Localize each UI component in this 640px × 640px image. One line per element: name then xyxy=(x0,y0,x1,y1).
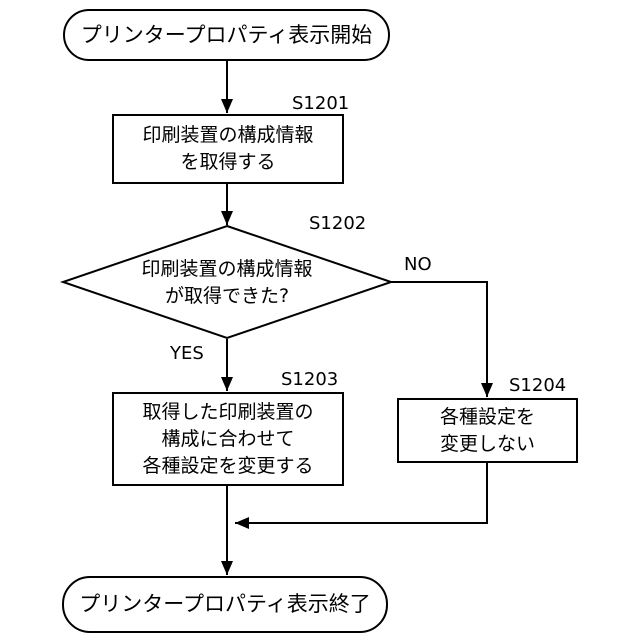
step-id-s1201: S1201 xyxy=(292,93,350,114)
step-id-s1204: S1204 xyxy=(509,375,567,396)
end-terminal-shape xyxy=(62,576,388,633)
connector-no-s1202-to-s1204 xyxy=(391,281,493,397)
decision-s1202-label: 印刷装置の構成情報 が取得できた? xyxy=(87,254,367,311)
start-terminal-shape xyxy=(63,9,390,61)
process-s1203-line1: 取得した印刷装置の xyxy=(142,400,314,423)
process-s1201-shape xyxy=(112,114,344,184)
step-id-s1203: S1203 xyxy=(281,369,339,390)
process-s1204-label: 各種設定を 変更しない xyxy=(398,399,577,462)
connector-s1204-merge xyxy=(235,462,488,529)
process-s1203-line2: 構成に合わせて xyxy=(161,427,295,450)
process-s1201-line2: を取得する xyxy=(180,151,276,173)
process-s1201-label: 印刷装置の構成情報 を取得する xyxy=(113,115,343,183)
process-s1201-line1: 印刷装置の構成情報 xyxy=(142,124,314,146)
step-id-s1202: S1202 xyxy=(309,213,367,234)
process-s1203-label: 取得した印刷装置の 構成に合わせて 各種設定を変更する xyxy=(113,393,343,485)
decision-s1202-line2: が取得できた? xyxy=(164,284,290,307)
yes-branch-label: YES xyxy=(170,343,204,364)
end-terminal-label: プリンタープロパティ表示終了 xyxy=(63,577,387,632)
start-terminal-label: プリンタープロパティ表示開始 xyxy=(64,10,389,60)
process-s1204-line2: 変更しない xyxy=(439,432,535,455)
process-s1203-shape xyxy=(112,392,344,486)
end-terminal-text: プリンタープロパティ表示終了 xyxy=(79,592,371,616)
process-s1203-line3: 各種設定を変更する xyxy=(142,454,314,477)
decision-s1202-shape xyxy=(59,224,395,340)
process-s1204-line1: 各種設定を xyxy=(439,405,535,428)
start-terminal-text: プリンタープロパティ表示開始 xyxy=(80,22,373,47)
process-s1204-shape xyxy=(397,398,578,463)
decision-s1202-line1: 印刷装置の構成情報 xyxy=(141,257,313,280)
no-branch-label: NO xyxy=(404,254,432,275)
